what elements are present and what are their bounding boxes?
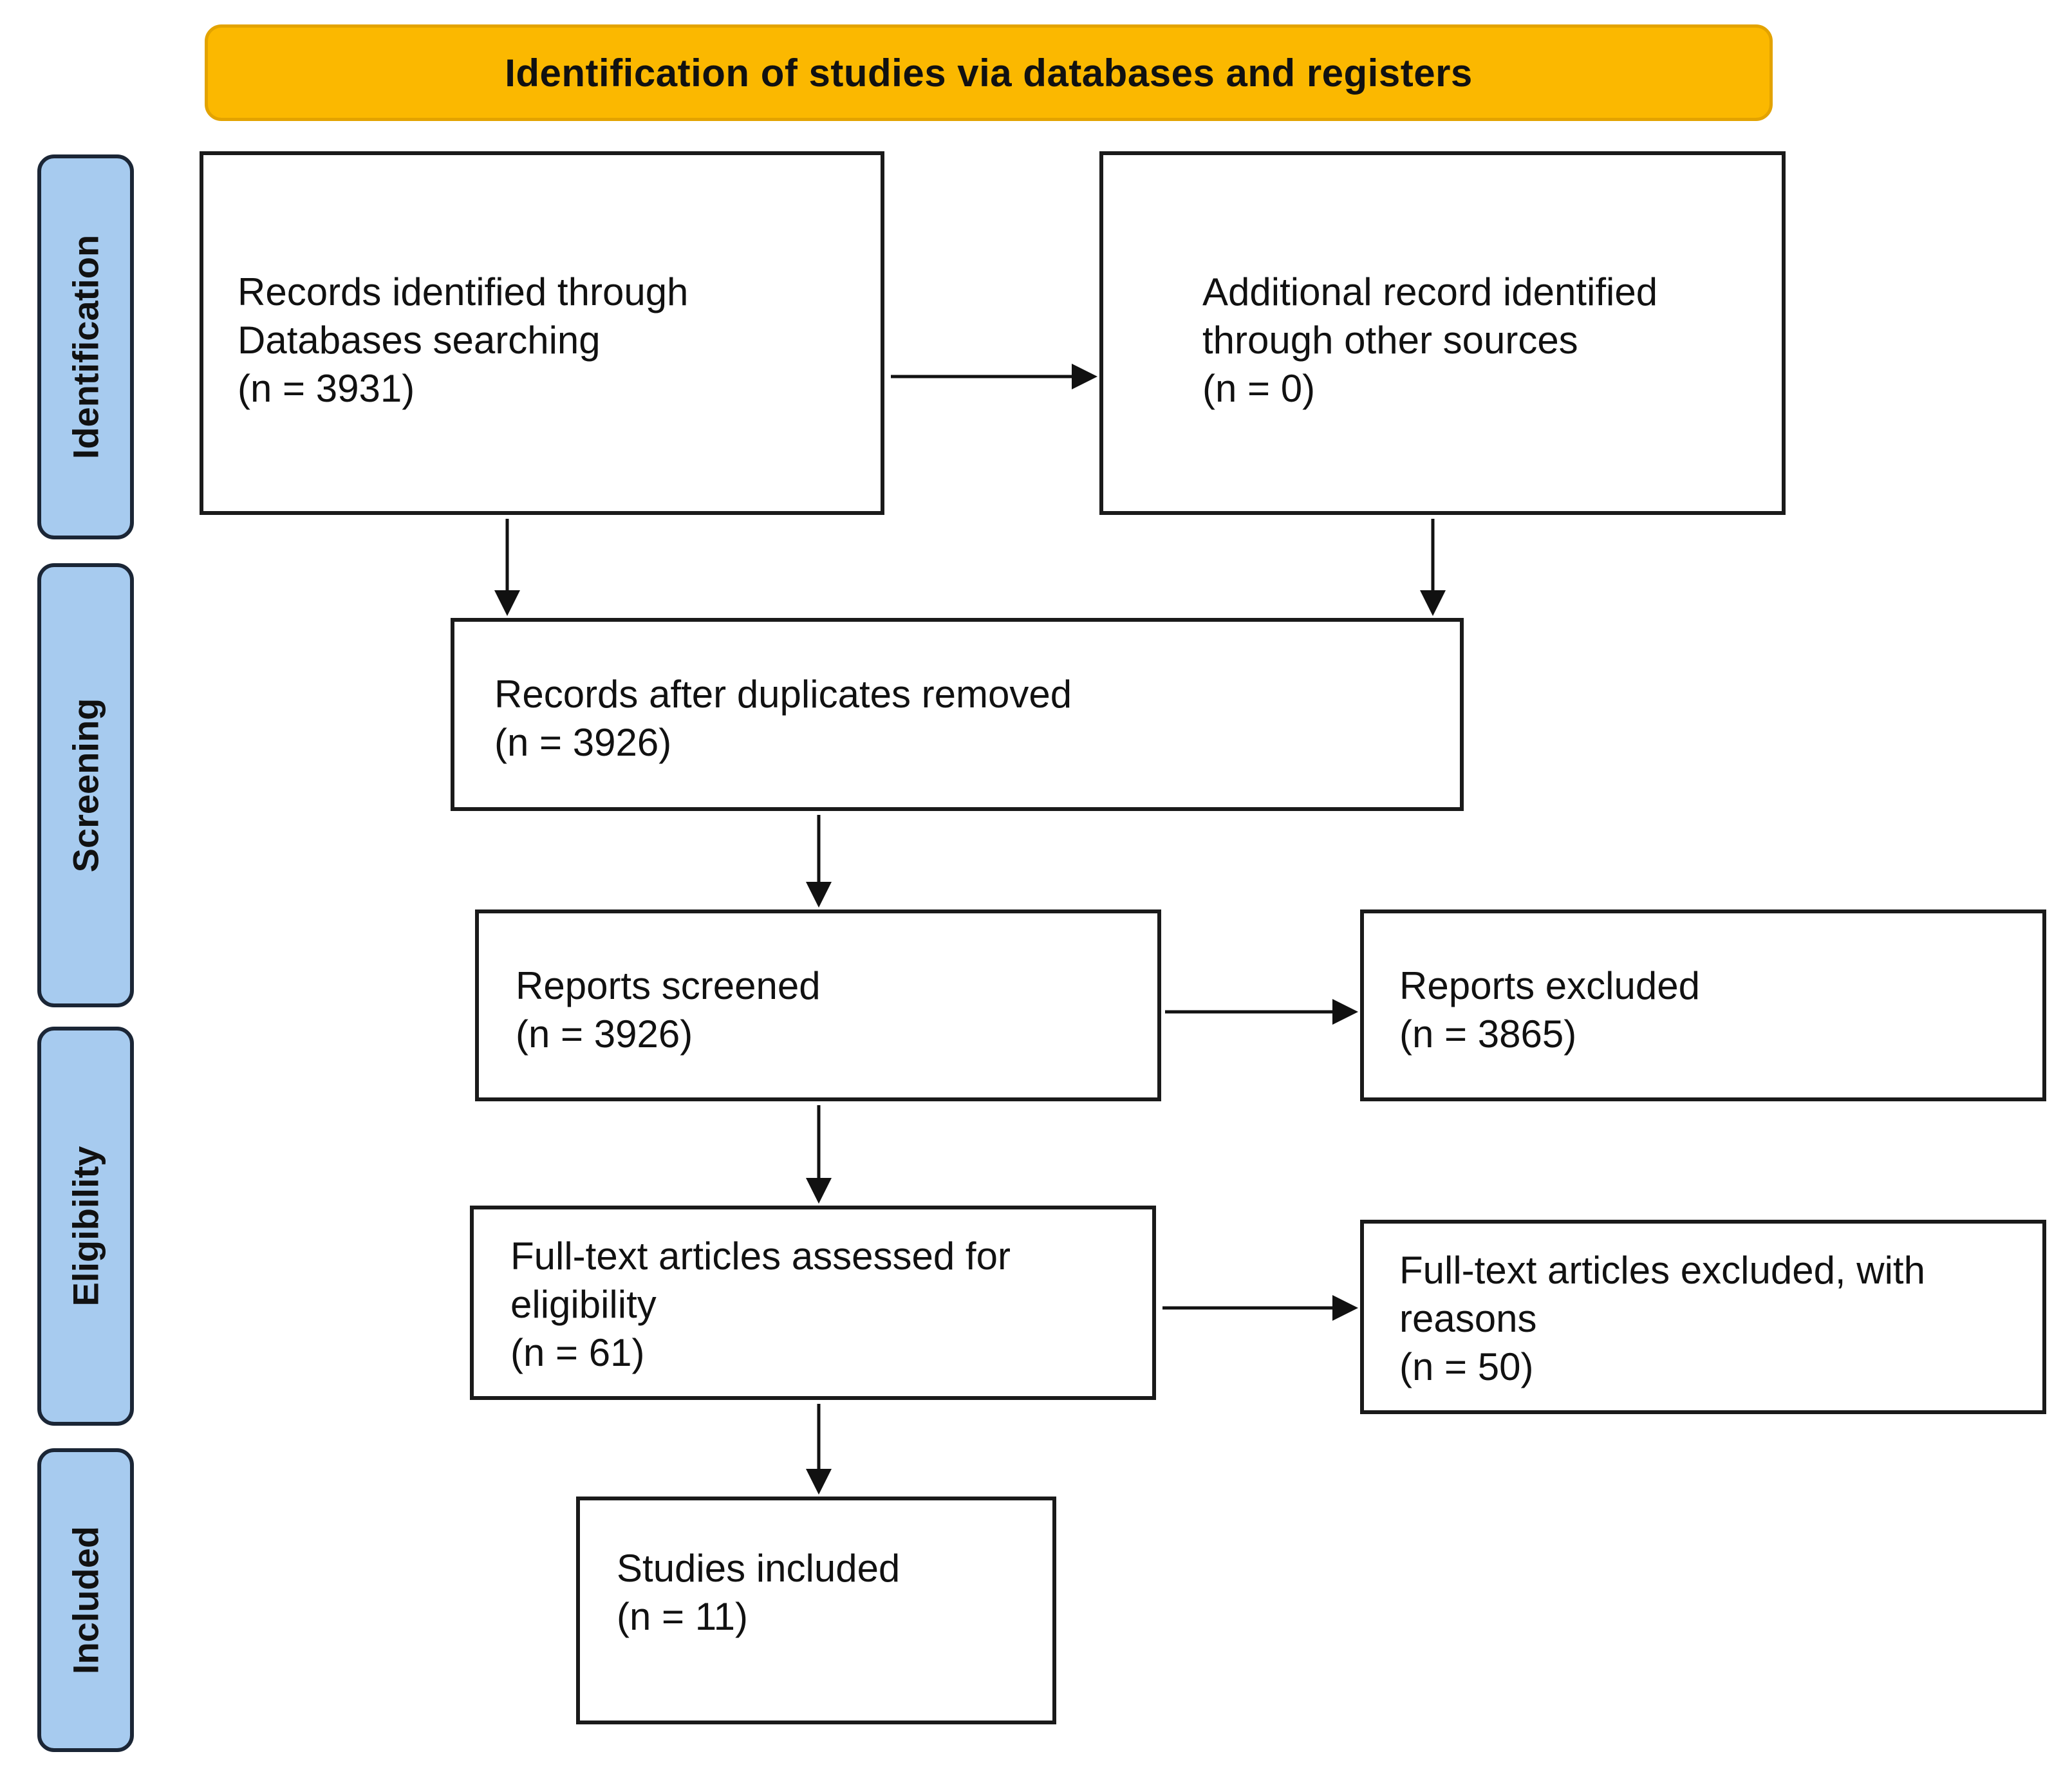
full-text-excluded-count: (n = 50) [1399, 1345, 1534, 1388]
duplicates-removed-line1: Records after duplicates removed [494, 673, 1072, 716]
box-reports-screened: Reports screened (n = 3926) [475, 909, 1161, 1101]
studies-included-count: (n = 11) [617, 1595, 748, 1638]
database-records-line1: Records identified through [238, 270, 689, 313]
other-sources-count: (n = 0) [1202, 367, 1316, 410]
other-sources-line1: Additional record identified [1202, 270, 1658, 313]
box-reports-excluded: Reports excluded (n = 3865) [1360, 909, 2046, 1101]
reports-screened-line1: Reports screened [516, 964, 821, 1007]
reports-excluded-count: (n = 3865) [1399, 1012, 1577, 1056]
box-full-text-excluded: Full-text articles excluded, with reason… [1360, 1220, 2046, 1414]
box-duplicates-removed: Records after duplicates removed (n = 39… [451, 618, 1464, 811]
full-text-excluded-line1: Full-text articles excluded, with [1399, 1249, 1925, 1292]
box-full-text-assessed: Full-text articles assessed for eligibil… [470, 1206, 1156, 1400]
box-studies-included: Studies included (n = 11) [576, 1497, 1056, 1724]
box-database-records: Records identified through Databases sea… [200, 151, 884, 515]
full-text-excluded-line2: reasons [1399, 1297, 1537, 1340]
phase-identification: Identification [37, 154, 134, 539]
phase-eligibility: Eligibility [37, 1027, 134, 1426]
reports-excluded-line1: Reports excluded [1399, 964, 1700, 1007]
phase-screening: Screening [37, 563, 134, 1007]
studies-included-line1: Studies included [617, 1547, 901, 1590]
box-other-sources: Additional record identified through oth… [1099, 151, 1786, 515]
database-records-line2: Databases searching [238, 319, 601, 362]
duplicates-removed-count: (n = 3926) [494, 721, 672, 764]
full-text-assessed-line1: Full-text articles assessed for [510, 1235, 1011, 1278]
database-records-count: (n = 3931) [238, 367, 415, 410]
reports-screened-count: (n = 3926) [516, 1012, 693, 1056]
banner-title: Identification of studies via databases … [505, 51, 1473, 95]
other-sources-line2: through other sources [1202, 319, 1578, 362]
identification-banner: Identification of studies via databases … [205, 24, 1773, 121]
full-text-assessed-count: (n = 61) [510, 1331, 645, 1374]
phase-included: Included [37, 1448, 134, 1752]
full-text-assessed-line2: eligibility [510, 1283, 657, 1326]
